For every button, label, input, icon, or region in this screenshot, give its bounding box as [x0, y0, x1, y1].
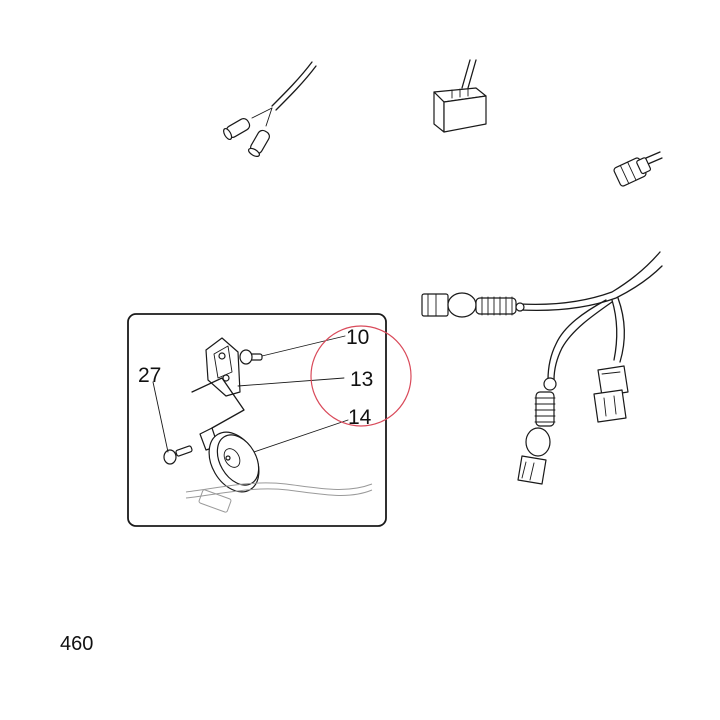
- horn: [199, 427, 260, 493]
- page-number: 460: [60, 633, 93, 655]
- horn-bracket: [205, 337, 241, 397]
- callout-10: 10: [346, 326, 369, 349]
- harness-boot-lower: [534, 391, 556, 427]
- sensor-leads-top-left: [223, 61, 317, 157]
- plug-connector-top-right: [613, 151, 663, 187]
- connector-harness-left: [421, 293, 449, 317]
- main-wiring-harness: [421, 251, 663, 485]
- red-circle-highlight-icon: [310, 325, 412, 427]
- callout-13: 13: [350, 368, 373, 391]
- bolt-10: [239, 349, 263, 365]
- harness-boot: [475, 296, 517, 316]
- connector-harness-right: [593, 365, 629, 423]
- callout-14: 14: [348, 406, 372, 429]
- connector-block-top: [433, 59, 487, 133]
- bolt-27: [163, 445, 193, 465]
- horn-detail-panel: 10 13 14 27: [127, 313, 387, 527]
- callout-27: 27: [138, 364, 161, 387]
